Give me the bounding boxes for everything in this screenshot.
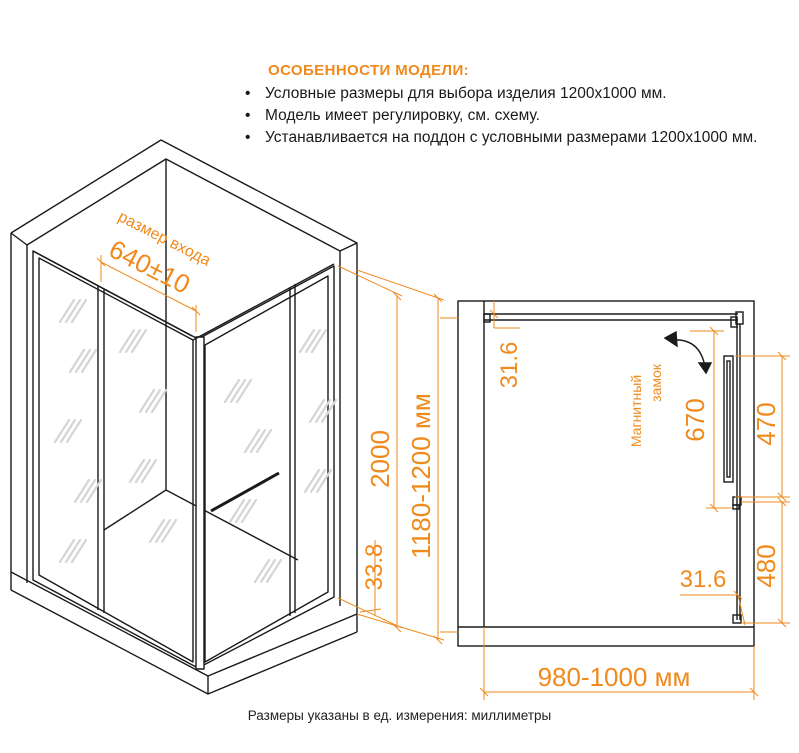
door-height-value: 670 — [680, 398, 710, 441]
glass-hatch-stroke — [249, 428, 267, 454]
front-frame — [32, 250, 199, 669]
side-frame — [192, 263, 335, 670]
glass-hatch-stroke — [58, 538, 76, 564]
glass-hatch-stroke — [235, 378, 253, 404]
glass-hatch-stroke — [64, 538, 82, 564]
plan-top-offset: 31.6 — [496, 342, 523, 389]
glass-hatch-stroke — [259, 558, 277, 584]
glass-hatch-stroke — [70, 298, 88, 324]
room-walls — [10, 139, 358, 695]
glass-hatch-stroke — [255, 428, 273, 454]
glass-hatch-stroke — [128, 458, 146, 484]
bottom-gap-value: 33.8 — [361, 544, 388, 591]
glass-hatch-stroke — [148, 518, 166, 544]
glass-hatch-stroke — [253, 558, 271, 584]
glass-hatch-stroke — [134, 458, 152, 484]
glass-hatch-stroke — [154, 518, 172, 544]
glass-hatch-stroke — [223, 378, 241, 404]
glass-hatch-stroke — [64, 298, 82, 324]
plan-dimensions — [440, 301, 790, 700]
glass-hatch-stroke — [243, 428, 261, 454]
glass-hatch-stroke — [58, 298, 76, 324]
glass-hatch-stroke — [298, 328, 316, 354]
plan-width-range: 980-1000 мм — [538, 662, 691, 692]
glass-hatch-stroke — [160, 518, 178, 544]
handle-height-value: 470 — [751, 402, 781, 445]
glass-hatch-stroke — [309, 468, 327, 494]
plan-outline — [457, 300, 755, 647]
glass-hatch-stroke — [320, 398, 338, 424]
glass-hatch-stroke — [65, 418, 83, 444]
glass-hatch-stroke — [68, 348, 86, 374]
glass-hatch-stroke — [130, 328, 148, 354]
glass-hatch-stroke — [229, 378, 247, 404]
glass-hatch-stroke — [308, 398, 326, 424]
glass-hatch — [53, 298, 338, 584]
magnet-label-line2: замок — [648, 363, 664, 402]
feature-item: Модель имеет регулировку, см. схему. — [243, 105, 763, 127]
perspective-dimensions — [96, 255, 445, 645]
glass-hatch-stroke — [73, 478, 91, 504]
glass-hatch-stroke — [144, 388, 162, 414]
perspective-view — [10, 139, 358, 695]
glass-hatch-stroke — [79, 478, 97, 504]
glass-hatch-stroke — [80, 348, 98, 374]
glass-hatch-stroke — [140, 458, 158, 484]
glass-hatch-stroke — [304, 328, 322, 354]
plan-handle — [723, 355, 734, 483]
glass-hatch-stroke — [124, 328, 142, 354]
glass-hatch-stroke — [240, 498, 258, 524]
glass-hatch-stroke — [265, 558, 283, 584]
glass-hatch-stroke — [59, 418, 77, 444]
glass-hatch-stroke — [70, 538, 88, 564]
glass-hatch-stroke — [315, 468, 333, 494]
footnote: Размеры указаны в ед. измерения: миллиме… — [247, 708, 552, 723]
glass-hatch-stroke — [303, 468, 321, 494]
glass-hatch-stroke — [74, 348, 92, 374]
glass-hatch-stroke — [234, 498, 252, 524]
magnet-arrow — [663, 330, 713, 375]
glass-hatch-stroke — [150, 388, 168, 414]
glass-hatch-stroke — [118, 328, 136, 354]
width-range-perspective: 1180-1200 мм — [406, 393, 436, 558]
glass-hatch-stroke — [228, 498, 246, 524]
glass-hatch-stroke — [314, 398, 332, 424]
height-value: 2000 — [365, 430, 395, 488]
plan-labels: 31.6 Магнитный замок 670 470 480 31.6 98… — [496, 342, 781, 692]
lower-height-value: 480 — [751, 544, 781, 587]
features-block: ОСОБЕННОСТИ МОДЕЛИ: Условные размеры для… — [243, 62, 763, 149]
feature-item: Условные размеры для выбора изделия 1200… — [243, 83, 763, 105]
glass-hatch-stroke — [85, 478, 103, 504]
glass-hatch-stroke — [53, 418, 71, 444]
plan-bottom-offset: 31.6 — [680, 566, 727, 593]
features-title: ОСОБЕННОСТИ МОДЕЛИ: — [268, 62, 470, 79]
glass-hatch-stroke — [138, 388, 156, 414]
magnet-label-line1: Магнитный — [628, 375, 644, 447]
glass-hatch-stroke — [310, 328, 328, 354]
features-list: Условные размеры для выбора изделия 1200… — [243, 83, 763, 149]
feature-item: Устанавливается на поддон с условными ра… — [243, 127, 763, 149]
